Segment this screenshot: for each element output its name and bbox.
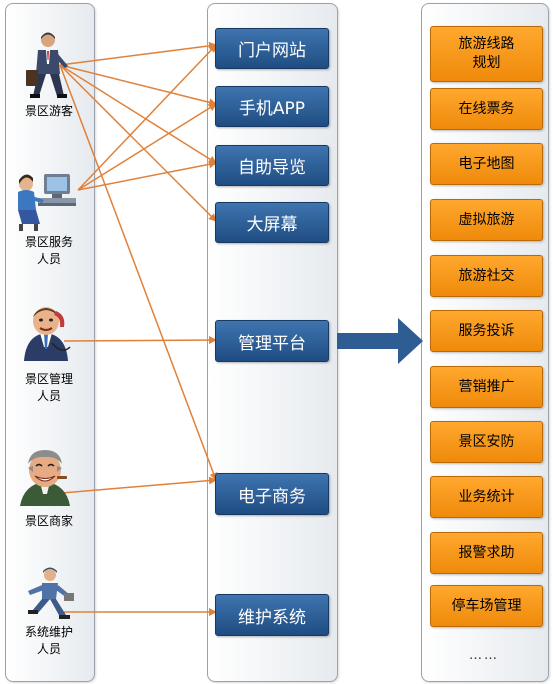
channel-screen-button[interactable]: 大屏幕 xyxy=(215,202,329,243)
computer-operator-icon xyxy=(18,174,76,231)
smiling-merchant-icon xyxy=(20,450,70,506)
connector-service-to-portal xyxy=(77,44,217,191)
feature-statistics-button[interactable]: 业务统计 xyxy=(430,476,543,518)
phone-caller-icon xyxy=(24,307,71,361)
feature-marketing-button[interactable]: 营销推广 xyxy=(430,366,543,408)
feature-alarm-help-button[interactable]: 报警求助 xyxy=(430,532,543,574)
connector-service-to-guide xyxy=(77,160,217,191)
feature-more-ellipsis: …… xyxy=(469,648,499,663)
connector-manager-to-platform xyxy=(63,336,217,345)
big-right-arrow xyxy=(337,318,423,364)
channel-platform-button[interactable]: 管理平台 xyxy=(215,320,329,362)
running-technician-icon xyxy=(28,567,74,619)
connector-visitor-to-ecommerce xyxy=(59,64,218,481)
channel-maintenance-button[interactable]: 维护系统 xyxy=(215,594,329,636)
connector-service-to-app xyxy=(77,103,217,191)
channel-portal-button[interactable]: 门户网站 xyxy=(215,28,329,69)
channel-guide-button[interactable]: 自助导览 xyxy=(215,145,329,186)
feature-online-ticketing-button[interactable]: 在线票务 xyxy=(430,88,543,130)
channel-ecommerce-button[interactable]: 电子商务 xyxy=(215,473,329,515)
actor-label-maintainer: 系统维护 人员 xyxy=(5,624,93,658)
actor-label-manager: 景区管理 人员 xyxy=(5,371,93,405)
actor-label-line: 系统维护 人员 xyxy=(24,625,73,656)
feature-route-planning-button[interactable]: 旅游线路 规划 xyxy=(430,26,543,82)
connector-visitor-to-screen xyxy=(59,64,217,222)
feature-virtual-tour-button[interactable]: 虚拟旅游 xyxy=(430,199,543,241)
businessman-walking-icon xyxy=(26,32,68,98)
feature-e-map-button[interactable]: 电子地图 xyxy=(430,143,543,185)
actor-label-line: 景区管理 人员 xyxy=(24,372,73,403)
actor-label-line: 景区服务 人员 xyxy=(24,235,73,266)
feature-parking-button[interactable]: 停车场管理 xyxy=(430,585,543,627)
actor-label-service-staff: 景区服务 人员 xyxy=(5,234,93,268)
actor-label-visitor: 景区游客 xyxy=(24,104,73,118)
connector-visitor-to-guide xyxy=(59,64,217,164)
connector-visitor-to-app xyxy=(59,64,217,107)
connector-merchant-to-ecommerce xyxy=(61,476,217,494)
feature-security-button[interactable]: 景区安防 xyxy=(430,421,543,463)
actor-label-merchant: 景区商家 xyxy=(24,514,73,528)
feature-label: 旅游线路 规划 xyxy=(458,36,515,71)
feature-travel-social-button[interactable]: 旅游社交 xyxy=(430,255,543,297)
connector-visitor-to-portal xyxy=(59,41,217,66)
channel-app-button[interactable]: 手机APP xyxy=(215,86,329,127)
feature-complaints-button[interactable]: 服务投诉 xyxy=(430,310,543,352)
